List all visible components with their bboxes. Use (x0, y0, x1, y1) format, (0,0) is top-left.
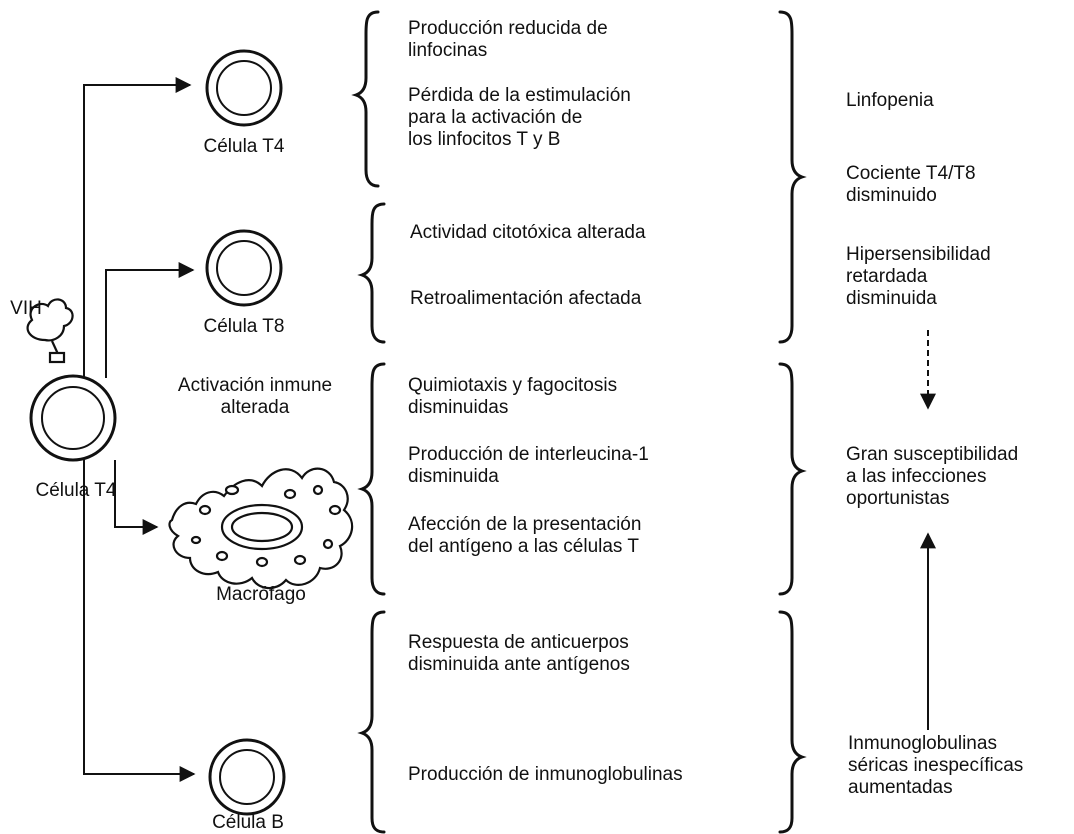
outcome-ratio: Cociente T4/T8 disminuido (846, 163, 976, 206)
brace-left-t8 (357, 202, 386, 344)
effect-text: Pérdida de la estimulación para la activ… (408, 85, 631, 150)
macrophage-label: Macrófago (216, 584, 306, 605)
t8-cell-icon (205, 229, 283, 307)
t4-cell-label: Célula T4 (203, 136, 285, 157)
left-braces (351, 10, 386, 834)
brace-right-macrophage (778, 362, 807, 596)
macrophage-caption: Activación inmune alterada (177, 375, 333, 418)
brace-left-b (357, 610, 386, 834)
outcome-lymphopenia: Linfopenia (846, 90, 934, 111)
effect-text: Quimiotaxis y fagocitosis disminuidas (408, 375, 618, 418)
effect-text: Actividad citotóxica alterada (410, 222, 646, 243)
outcome-immunoglobulins: Inmunoglobulinas séricas inespecíficas a… (848, 733, 1024, 798)
right-braces (778, 10, 807, 834)
macrophage-icon (168, 467, 354, 590)
outcome-susceptibility: Gran susceptibilidad a las infecciones o… (846, 444, 1019, 509)
t8-cell-label: Célula T8 (203, 316, 285, 337)
source-cell-label: Célula T4 (35, 480, 117, 501)
source-t4-cell-icon (29, 374, 117, 462)
effect-text: Producción de inmunoglobulinas (408, 764, 683, 785)
b-cell-icon (208, 738, 286, 816)
virus-icon (26, 298, 74, 364)
effect-text: Afección de la presentación del antígeno… (408, 514, 642, 557)
brace-right-t-cells (778, 10, 807, 344)
brace-right-b (778, 610, 807, 834)
brace-left-macrophage (357, 362, 386, 596)
effect-text: Retroalimentación afectada (410, 288, 642, 309)
b-cell-label: Célula B (212, 812, 284, 833)
effect-text: Producción de interleucina-1 disminuida (408, 444, 649, 487)
outcome-hypersensitivity: Hipersensibilidad retardada disminuida (846, 244, 991, 309)
effect-text: Producción reducida de linfocinas (408, 18, 608, 61)
effect-text: Respuesta de anticuerpos disminuida ante… (408, 632, 630, 675)
t4-cell-icon (205, 49, 283, 127)
connector-lines (83, 77, 196, 782)
virus-label: VIH (10, 298, 42, 319)
brace-left-t4 (351, 10, 380, 188)
